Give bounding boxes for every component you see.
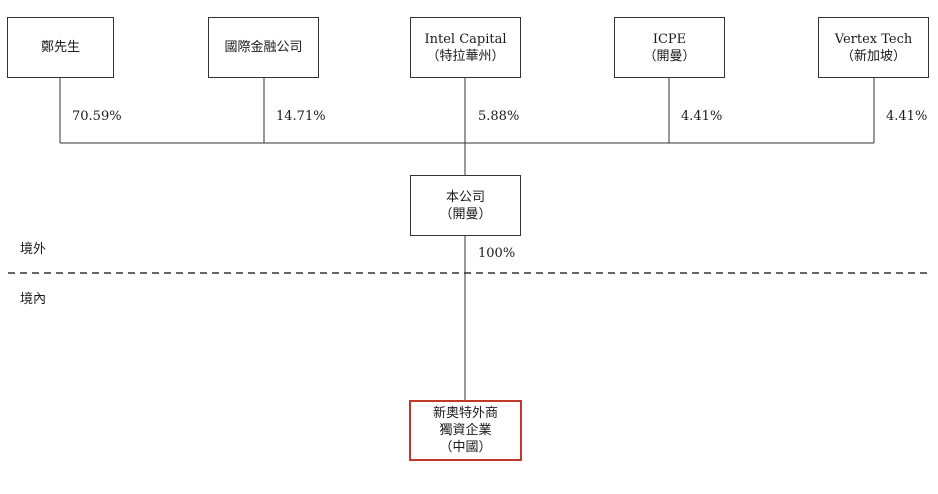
shareholder-4-name: ICPE (652, 31, 687, 47)
shareholder-3-name: Intel Capital (424, 31, 507, 47)
shareholder-box-1: 鄭先生 (7, 17, 114, 78)
shareholder-1-name: 鄭先生 (40, 40, 80, 55)
shareholder-5-jurisdiction: （新加坡） (840, 48, 906, 64)
shareholder-1-percentage: 70.59% (72, 109, 122, 124)
shareholder-box-2: 國際金融公司 (208, 17, 319, 78)
shareholder-2-name: 國際金融公司 (224, 40, 303, 55)
shareholder-5-percentage: 4.41% (886, 109, 928, 124)
shareholder-4-percentage: 4.41% (681, 109, 723, 124)
subsidiary-name-line1: 新奧特外商 (432, 406, 498, 421)
shareholder-2-percentage: 14.71% (276, 109, 326, 124)
shareholder-3-percentage: 5.88% (478, 109, 520, 124)
subsidiary-name-line2: 獨資企業 (439, 423, 492, 438)
subsidiary-jurisdiction: （中國） (439, 440, 492, 455)
subsidiary-box: 新奧特外商 獨資企業 （中國） (409, 400, 522, 461)
company-name: 本公司 (445, 189, 485, 205)
shareholder-3-jurisdiction: （特拉華州） (426, 48, 505, 64)
company-jurisdiction: （開曼） (439, 206, 492, 222)
shareholder-4-jurisdiction: （開曼） (643, 48, 696, 64)
shareholder-box-3: Intel Capital （特拉華州） (410, 17, 521, 78)
onshore-label: 境內 (20, 292, 47, 307)
shareholder-5-name: Vertex Tech (834, 31, 913, 47)
company-box: 本公司 （開曼） (410, 175, 521, 236)
shareholder-box-5: Vertex Tech （新加坡） (818, 17, 929, 78)
offshore-label: 境外 (20, 242, 47, 257)
subsidiary-percentage: 100% (478, 246, 516, 261)
shareholder-box-4: ICPE （開曼） (614, 17, 725, 78)
